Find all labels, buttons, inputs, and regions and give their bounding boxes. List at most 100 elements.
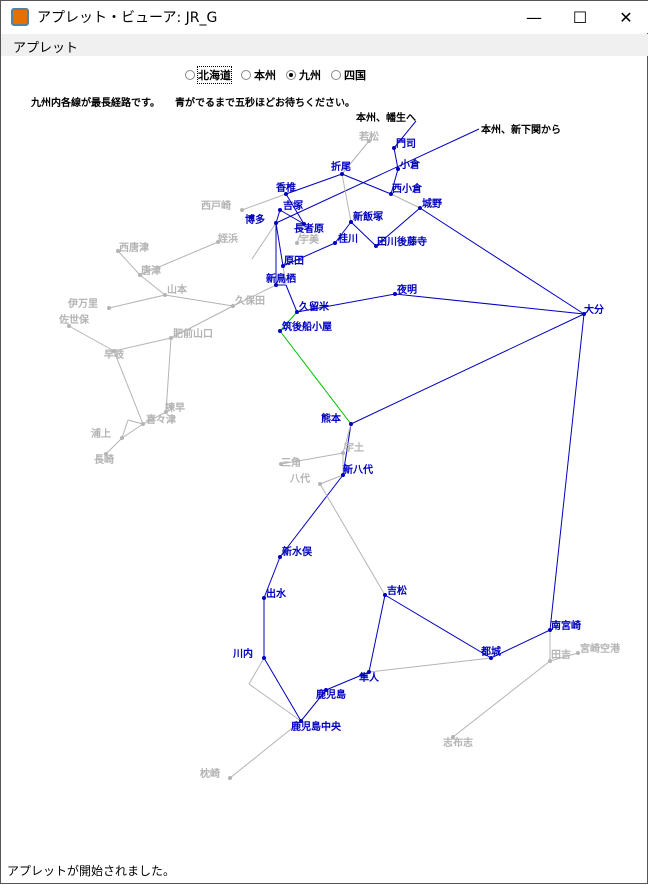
rail-segment	[165, 337, 172, 413]
station-dot	[262, 656, 266, 660]
radio-circle[interactable]	[241, 70, 251, 80]
radio-hokkaido[interactable]: 北海道	[185, 66, 232, 84]
station-dot	[333, 241, 337, 245]
station-dot	[374, 244, 378, 248]
menu-applet[interactable]: アプレット	[13, 41, 79, 56]
station-dot	[107, 306, 111, 310]
station-label: 若松	[358, 130, 379, 143]
rail-segment	[549, 313, 585, 631]
station-dot	[112, 349, 116, 353]
rail-segment	[341, 140, 370, 175]
station-label: 新飯塚	[353, 210, 383, 223]
station-label: 吉松	[387, 584, 407, 597]
station-label: 熊本	[321, 412, 342, 425]
rail-segment	[113, 337, 172, 352]
menu-bar: アプレット	[1, 34, 648, 56]
station-dot	[383, 593, 387, 597]
station-label: 長者原	[294, 222, 324, 235]
status-bar: アプレットが開始されました。	[7, 864, 176, 878]
minimize-button[interactable]: —	[526, 7, 542, 27]
station-label: 枕崎	[200, 767, 220, 780]
radio-honshu[interactable]: 本州	[241, 67, 276, 83]
station-dot	[548, 628, 552, 632]
radio-kyushu[interactable]: 九州	[286, 67, 321, 83]
station-dot	[302, 222, 306, 226]
station-dot	[116, 249, 120, 253]
station-dot	[341, 473, 345, 477]
rail-segment	[275, 128, 480, 224]
rail-segment	[368, 657, 492, 673]
station-label: 田吉	[551, 648, 571, 661]
station-dot	[274, 283, 278, 287]
rail-segment	[375, 207, 421, 247]
station-label: 鹿児島中央	[291, 720, 342, 733]
station-label: 香椎	[276, 181, 296, 194]
rail-segment	[350, 221, 377, 247]
station-label: 小倉	[399, 158, 421, 171]
station-dot	[278, 329, 282, 333]
rail-segment	[229, 720, 302, 779]
rail-segment	[282, 265, 287, 286]
station-dot	[278, 208, 282, 212]
station-label: 山本	[167, 283, 188, 296]
station-label: 肥前山口	[173, 327, 213, 340]
instruction-text: 九州内各線が最長経路です。 青がでるまで五秒ほどお待ちください。	[31, 98, 355, 109]
station-dot	[138, 273, 142, 277]
station-dot	[262, 596, 266, 600]
station-label: 新八代	[343, 463, 373, 476]
station-dot	[281, 264, 285, 268]
station-label: 久留米	[298, 300, 330, 313]
station-label: 新鳥栖	[266, 272, 296, 285]
radio-circle-checked[interactable]	[286, 70, 296, 80]
station-label: 唐津	[141, 264, 161, 277]
station-dot	[279, 462, 283, 466]
station-label: 諫早	[165, 401, 185, 414]
station-label: 都城	[480, 645, 501, 658]
radio-circle[interactable]	[185, 70, 195, 80]
rail-segment	[279, 330, 352, 425]
rail-segment	[275, 209, 281, 224]
rail-segment	[164, 294, 234, 307]
radio-circle[interactable]	[331, 70, 341, 80]
rail-segment	[419, 207, 585, 315]
rail-segment	[279, 474, 344, 558]
rail-segment	[334, 221, 352, 244]
station-label: 久保田	[234, 294, 265, 307]
rail-segment	[279, 311, 298, 332]
station-label: 田川後藤寺	[377, 235, 427, 248]
station-dot	[341, 451, 345, 455]
rail-segment	[251, 222, 277, 260]
rail-segment	[241, 193, 287, 211]
station-dot	[340, 172, 344, 176]
station-dot	[216, 240, 220, 244]
rail-segment	[296, 293, 396, 313]
station-label: 川内	[232, 647, 253, 660]
rail-segment	[368, 594, 386, 673]
station-dot	[367, 670, 371, 674]
station-dot	[349, 220, 353, 224]
rail-segment	[390, 168, 399, 195]
station-label: 宇美	[299, 233, 320, 246]
station-dot	[349, 422, 353, 426]
rail-segment	[285, 193, 305, 225]
station-dot	[104, 452, 108, 456]
station-label: 三角	[281, 456, 301, 469]
station-dot	[418, 206, 422, 210]
station-dot	[299, 719, 303, 723]
station-dot	[278, 555, 282, 559]
close-button[interactable]: ✕	[619, 7, 633, 27]
radio-shikoku[interactable]: 四国	[331, 67, 366, 83]
rail-segment	[390, 193, 421, 209]
station-dot	[295, 310, 299, 314]
station-label: 早岐	[104, 348, 124, 361]
station-dot	[141, 422, 145, 426]
rail-segment	[142, 411, 167, 425]
station-dot	[451, 735, 455, 739]
maximize-button[interactable]: ☐	[572, 7, 588, 27]
station-dot	[228, 776, 232, 780]
station-dot	[393, 292, 397, 296]
station-dot	[582, 312, 586, 316]
rail-segment	[117, 250, 141, 276]
station-label: 城野	[422, 197, 442, 210]
